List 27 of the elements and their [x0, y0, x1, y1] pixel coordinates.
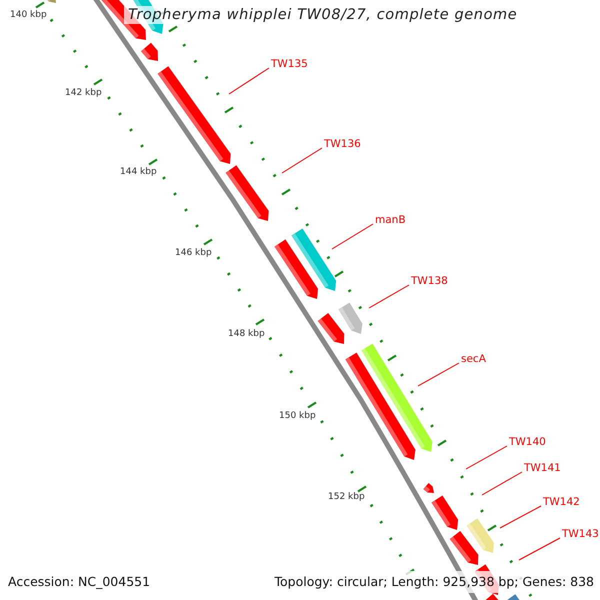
tick-label: 142 kbp — [65, 88, 102, 98]
gene-label: TW140 — [507, 435, 546, 449]
leader-line — [418, 362, 460, 386]
gene-label: TW136 — [322, 137, 361, 151]
gene-label: TW138 — [409, 274, 448, 288]
leader-line — [332, 224, 374, 250]
leader-line — [282, 148, 322, 174]
leader-line — [518, 538, 560, 560]
leader-line — [466, 446, 508, 470]
gene-label: TW135 — [269, 57, 308, 71]
genome-summary: Topology: circular; Length: 925,938 bp; Genes: 838 — [274, 574, 594, 589]
gene-label: TW142 — [541, 495, 580, 509]
tick-label: 152 kbp — [328, 492, 365, 502]
gene-label: manB — [373, 213, 406, 227]
gene-label: TW143 — [560, 527, 599, 541]
gene-label: secA — [459, 352, 486, 366]
leader-line — [482, 472, 522, 496]
tick-label: 148 kbp — [228, 329, 265, 339]
tick-label: 140 kbp — [10, 10, 47, 20]
gene-label: TW141 — [522, 461, 561, 475]
accession-label: Accession: NC_004551 — [8, 574, 150, 589]
leader-line — [368, 284, 410, 308]
leader-line — [228, 68, 270, 94]
tick-label: 150 kbp — [279, 411, 316, 421]
leader-line — [500, 506, 542, 528]
tick-label: 144 kbp — [120, 167, 157, 177]
tick-label: 146 kbp — [175, 248, 212, 258]
